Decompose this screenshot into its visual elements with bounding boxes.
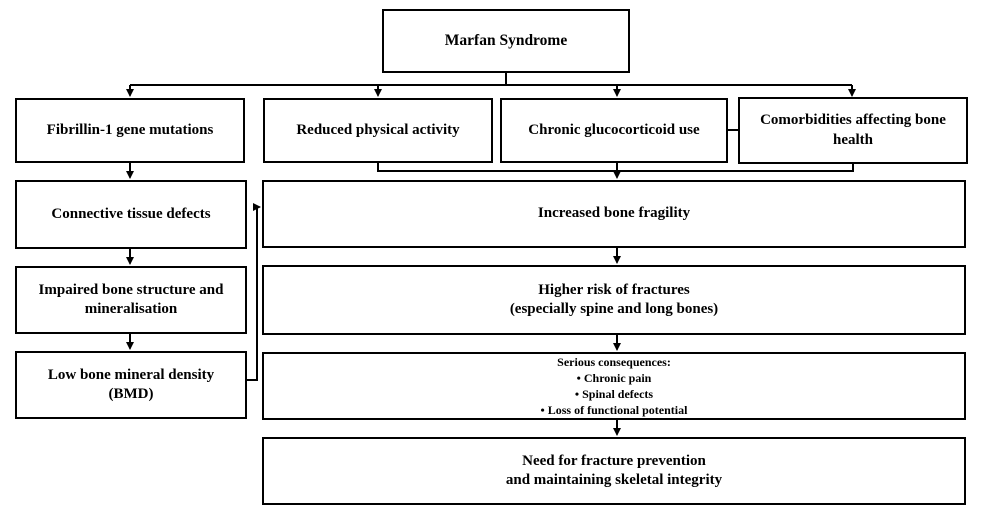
node-label: Chronic glucocorticoid use: [528, 121, 700, 138]
node-label-line2: (BMD): [108, 386, 154, 402]
node-label-line1: Need for fracture prevention: [522, 452, 706, 469]
arrow-lowbmd-to-fragility: [246, 203, 261, 381]
node-label: Connective tissue defects: [51, 205, 211, 222]
consequence-item: • Loss of functional potential: [540, 403, 688, 418]
node-marfan-syndrome: Marfan Syndrome: [382, 9, 630, 73]
node-label-line1: Impaired bone structure and: [38, 281, 224, 298]
node-label-line2: health: [832, 131, 873, 148]
node-low-bone-mineral-density: Low bone mineral density (BMD): [15, 351, 247, 419]
node-label-line2: (especially spine and long bones): [509, 301, 719, 317]
node-higher-fracture-risk: Higher risk of fractures (especially spi…: [262, 265, 966, 335]
node-label: Reduced physical activity: [296, 121, 460, 138]
node-connective-tissue-defects: Connective tissue defects: [15, 180, 247, 249]
node-label-line1: Comorbidities affecting bone: [760, 112, 946, 129]
consequence-item: • Chronic pain: [576, 370, 652, 385]
node-serious-consequences: Serious consequences: • Chronic pain • S…: [262, 352, 966, 420]
node-fibrillin-gene-mutations: Fibrillin-1 gene mutations: [15, 98, 245, 163]
node-chronic-glucocorticoid-use: Chronic glucocorticoid use: [500, 98, 728, 163]
node-increased-bone-fragility: Increased bone fragility: [262, 180, 966, 248]
consequence-item: • Spinal defects: [574, 387, 654, 401]
node-label-line1: Higher risk of fractures: [538, 281, 690, 298]
node-label: Fibrillin-1 gene mutations: [46, 121, 214, 138]
node-label: Marfan Syndrome: [444, 32, 568, 50]
node-comorbidities-bone-health: Comorbidities affecting bone health: [738, 97, 968, 164]
node-reduced-physical-activity: Reduced physical activity: [263, 98, 493, 163]
node-label-header: Serious consequences:: [557, 354, 671, 369]
node-label-line2: and maintaining skeletal integrity: [505, 472, 723, 488]
node-label: Increased bone fragility: [537, 205, 691, 222]
node-label-line2: mineralisation: [84, 301, 178, 317]
node-impaired-bone-structure: Impaired bone structure and mineralisati…: [15, 266, 247, 334]
node-label-line1: Low bone mineral density: [47, 366, 215, 383]
node-fracture-prevention: Need for fracture prevention and maintai…: [262, 437, 966, 505]
